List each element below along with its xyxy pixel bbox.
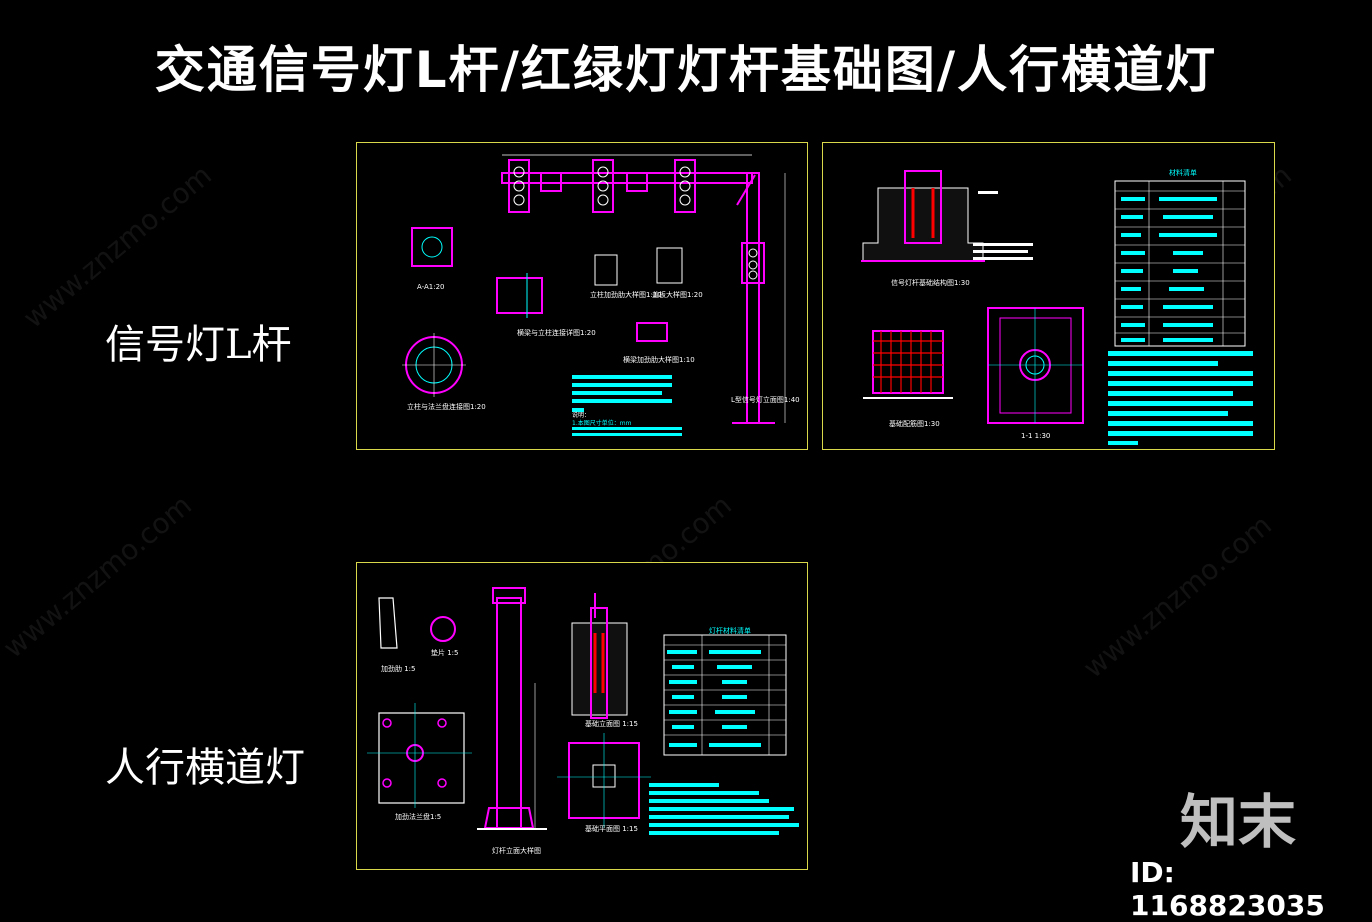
label-signal-pole: 信号灯L杆 <box>105 322 292 368</box>
notes-title: 说明： <box>572 411 590 419</box>
foundation-drawing: 材料清单 信号灯杆基础结构图1:30 基础配筋图1:30 1-1 1:30 <box>861 168 1253 445</box>
caption-cap: 盖板大样图1:20 <box>652 290 703 299</box>
caption-pole: 灯杆立面大样图 <box>492 846 541 855</box>
watermark-1: www.znzmo.com <box>16 158 218 335</box>
drawing-sheet-foundation: 材料清单 信号灯杆基础结构图1:30 基础配筋图1:30 1-1 1:30 <box>822 142 1275 450</box>
caption-stiffener: 立柱加劲肋大样图1:10 <box>590 290 662 299</box>
caption-flange: 立柱与法兰盘连接图1:20 <box>407 402 486 411</box>
caption-a-a1: A-A1:20 <box>417 283 445 291</box>
watermark-4: www.znzmo.com <box>0 488 198 665</box>
drawing-sheet-crosswalk: 灯杆材料清单 加劲肋 1:5 垫片 1:5 加劲法兰盘1:5 灯杆立面大样图 基… <box>356 562 808 870</box>
caption-found-elev: 基础立面图 1:15 <box>585 719 638 728</box>
page-title: 交通信号灯L杆/红绿灯灯杆基础图/人行横道灯 <box>154 41 1218 99</box>
caption-plan: 1-1 1:30 <box>1021 432 1050 440</box>
caption-section: 信号灯杆基础结构图1:30 <box>891 278 970 287</box>
notes-text: 1.本图尺寸单位：mm <box>572 419 632 427</box>
brand-logo: 知末 <box>1180 788 1297 856</box>
caption-bolt: 垫片 1:5 <box>431 648 459 657</box>
foundation-table-title: 材料清单 <box>1169 168 1197 177</box>
crosswalk-table-title: 灯杆材料清单 <box>709 626 751 635</box>
crosswalk-drawing: 灯杆材料清单 加劲肋 1:5 垫片 1:5 加劲法兰盘1:5 灯杆立面大样图 基… <box>367 587 799 855</box>
caption-elevation: L型信号灯立面图1:40 <box>731 395 800 404</box>
caption-detail: 横梁加劲肋大样图1:10 <box>623 355 695 364</box>
caption-rib: 加劲肋 1:5 <box>381 664 416 673</box>
caption-bracket: 横梁与立柱连接详图1:20 <box>517 328 596 337</box>
caption-found-plan: 基础平面图 1:15 <box>585 824 638 833</box>
label-crosswalk-light: 人行横道灯 <box>105 745 305 791</box>
signal-pole-drawing: A-A1:20 立柱与法兰盘连接图1:20 横梁与立柱连接详图1:20 立柱加劲… <box>402 154 800 436</box>
caption-rebar: 基础配筋图1:30 <box>889 419 940 428</box>
image-id: ID: 1168823035 <box>1130 856 1325 922</box>
watermark-6: www.znzmo.com <box>1076 508 1278 685</box>
drawing-sheet-signal-pole: A-A1:20 立柱与法兰盘连接图1:20 横梁与立柱连接详图1:20 立柱加劲… <box>356 142 808 450</box>
caption-base: 加劲法兰盘1:5 <box>395 812 441 821</box>
